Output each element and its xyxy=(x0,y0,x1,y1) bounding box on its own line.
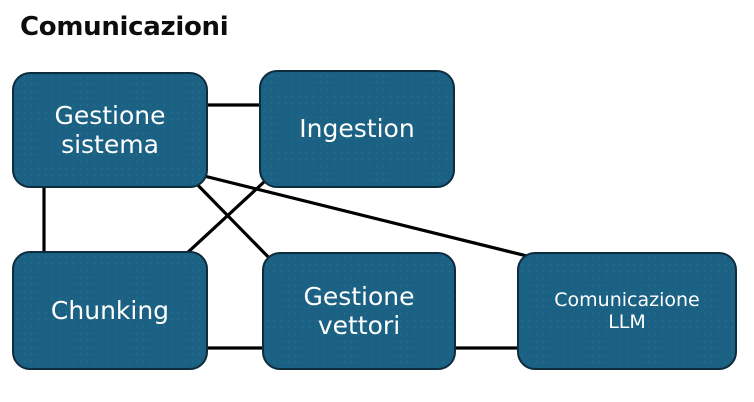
node-gestione-vettori-line1: Gestione xyxy=(303,281,415,311)
node-chunking-label: Chunking xyxy=(50,295,170,325)
node-ingestion-label: Ingestion xyxy=(299,114,415,144)
node-gestione-sistema-line2: sistema xyxy=(61,130,159,159)
node-gestione-vettori-line2: vettori xyxy=(317,311,401,340)
node-gestione-sistema-line1: Gestione xyxy=(54,100,166,130)
node-ingestion[interactable]: Ingestion xyxy=(259,70,455,188)
node-comunicazione-llm-line2: LLM xyxy=(608,311,646,333)
node-comunicazione-llm-line1: Comunicazione xyxy=(554,288,700,311)
page-title: Comunicazioni xyxy=(20,12,229,42)
node-chunking[interactable]: Chunking xyxy=(12,251,208,370)
